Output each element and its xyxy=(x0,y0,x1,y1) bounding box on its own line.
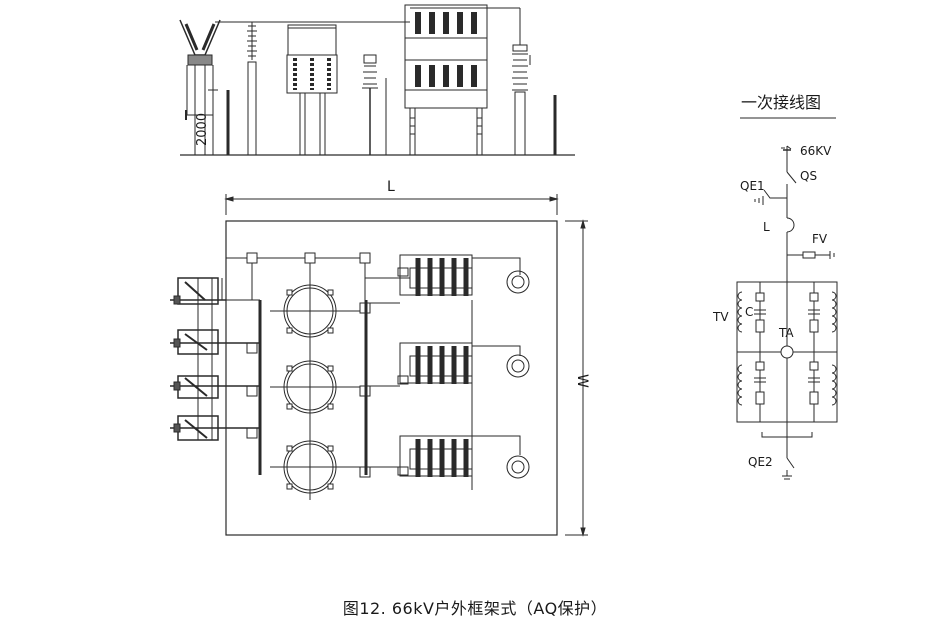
qe2-label: QE2 xyxy=(748,455,773,469)
length-label: L xyxy=(387,179,395,195)
post-insulators xyxy=(246,252,371,478)
elevation-view: 2000 xyxy=(179,4,575,156)
c-label: C xyxy=(745,305,753,319)
tall-arrester-elevation xyxy=(512,8,531,156)
fv-label: FV xyxy=(812,232,828,246)
height-dim-text: 2000 xyxy=(195,113,210,146)
capacitor-rack-elevation xyxy=(404,4,488,155)
height-dimension: 2000 xyxy=(195,89,218,155)
plan-view: L W xyxy=(170,179,590,537)
l-label: L xyxy=(763,220,770,234)
capacitor-bank-phase-a xyxy=(397,254,530,296)
tv-label: TV xyxy=(712,310,729,324)
capacitor-bank-phase-b xyxy=(397,342,530,385)
reactor-elevation xyxy=(286,24,338,155)
capacitor-bank-phase-c xyxy=(397,435,530,479)
figure-caption: 图12. 66kV户外框架式（AQ保护） xyxy=(342,599,608,618)
width-dimension: W xyxy=(565,219,590,537)
qs-label: QS xyxy=(800,169,817,183)
qe1-label: QE1 xyxy=(740,179,765,193)
width-label: W xyxy=(574,374,590,388)
arrester-elevation xyxy=(247,22,257,156)
ct-elevation xyxy=(362,54,387,155)
disconnector-plan xyxy=(170,277,260,441)
reactor-plan xyxy=(258,278,368,500)
voltage-label: 66KV xyxy=(800,144,832,158)
single-line-diagram: 一次接线图 66KV QS QE1 L FV xyxy=(712,93,838,480)
length-dimension: L xyxy=(224,179,559,215)
schematic-title: 一次接线图 xyxy=(741,93,821,112)
ta-label: TA xyxy=(778,326,794,340)
